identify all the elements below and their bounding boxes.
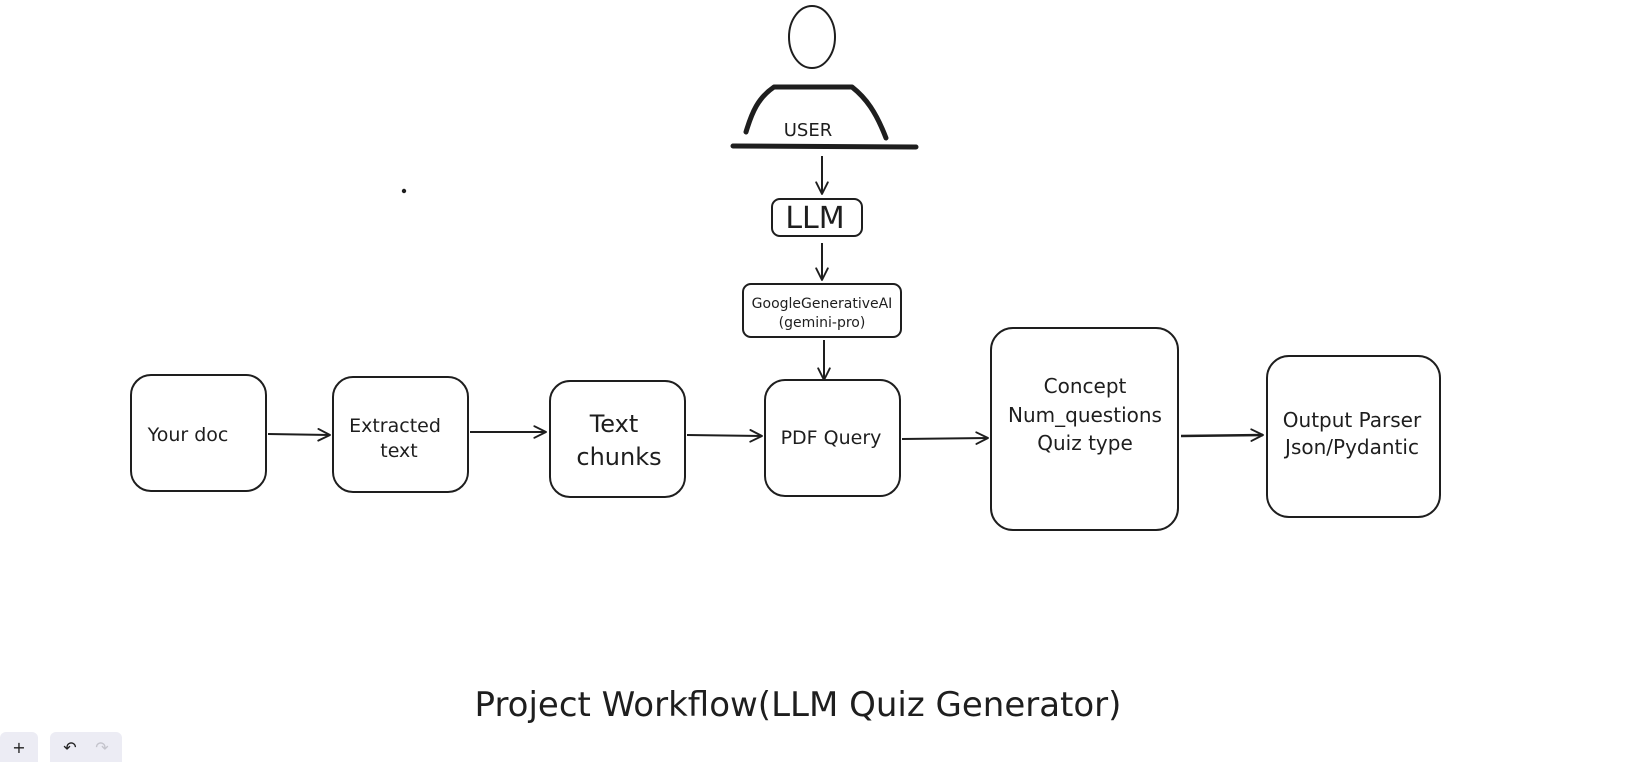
num-questions-label: Num_questions (1008, 403, 1162, 427)
google-generative-ai-node[interactable]: GoogleGenerativeAI (gemini-pro) (742, 283, 902, 338)
arrow-chunks-to-pdf-query[interactable] (686, 429, 763, 443)
quiz-params-node[interactable]: Concept Num_questions Quiz type (990, 327, 1179, 531)
concept-label: Concept (1044, 374, 1127, 398)
undo-icon[interactable]: ↶ (63, 737, 77, 757)
extracted-text-line2: text (380, 440, 418, 462)
zoom-toolbar: + (0, 732, 38, 762)
text-chunks-node[interactable]: Text chunks (549, 380, 686, 498)
google-ai-model: (gemini-pro) (779, 315, 866, 331)
arrow-pdf-query-to-quiz-params[interactable] (901, 431, 989, 445)
extracted-text-line1: Extracted (349, 415, 441, 437)
quiz-type-label: Quiz type (1037, 431, 1133, 455)
plus-icon[interactable]: + (12, 737, 26, 757)
text-chunks-box (549, 380, 686, 498)
user-figure[interactable]: USER (730, 5, 919, 150)
text-chunks-line2: chunks (576, 443, 661, 471)
stray-dot (401, 188, 407, 194)
arrow-quiz-params-to-parser[interactable] (1180, 428, 1264, 442)
output-parser-line2: Json/Pydantic (1283, 435, 1419, 459)
text-chunks-line1: Text (589, 410, 639, 438)
output-parser-node[interactable]: Output Parser Json/Pydantic (1266, 355, 1441, 518)
pdf-query-label: PDF Query (781, 427, 882, 449)
llm-box (771, 198, 863, 237)
diagram-title: Project Workflow(LLM Quiz Generator) (475, 685, 1122, 725)
your-doc-label: Your doc (147, 424, 229, 446)
llm-node[interactable]: LLM (771, 198, 863, 237)
history-toolbar: ↶ ↷ (50, 732, 122, 762)
pdf-query-node[interactable]: PDF Query (764, 379, 901, 497)
extracted-text-node[interactable]: Extracted text (332, 376, 469, 493)
quiz-params-box (990, 327, 1179, 531)
output-parser-box (1266, 355, 1441, 518)
your-doc-node[interactable]: Your doc (130, 374, 267, 492)
pdf-query-box (764, 379, 901, 497)
user-head (788, 5, 836, 69)
arrow-doc-to-extracted[interactable] (267, 428, 331, 442)
user-shoulders (743, 84, 889, 141)
redo-icon[interactable]: ↷ (95, 737, 109, 757)
google-ai-box (742, 283, 902, 338)
user-base-line (730, 143, 919, 150)
output-parser-line1: Output Parser (1283, 408, 1422, 432)
user-label: USER (784, 120, 832, 141)
your-doc-box (130, 374, 267, 492)
extracted-text-box (332, 376, 469, 493)
llm-label: LLM (785, 201, 844, 236)
google-ai-label: GoogleGenerativeAI (752, 296, 893, 312)
